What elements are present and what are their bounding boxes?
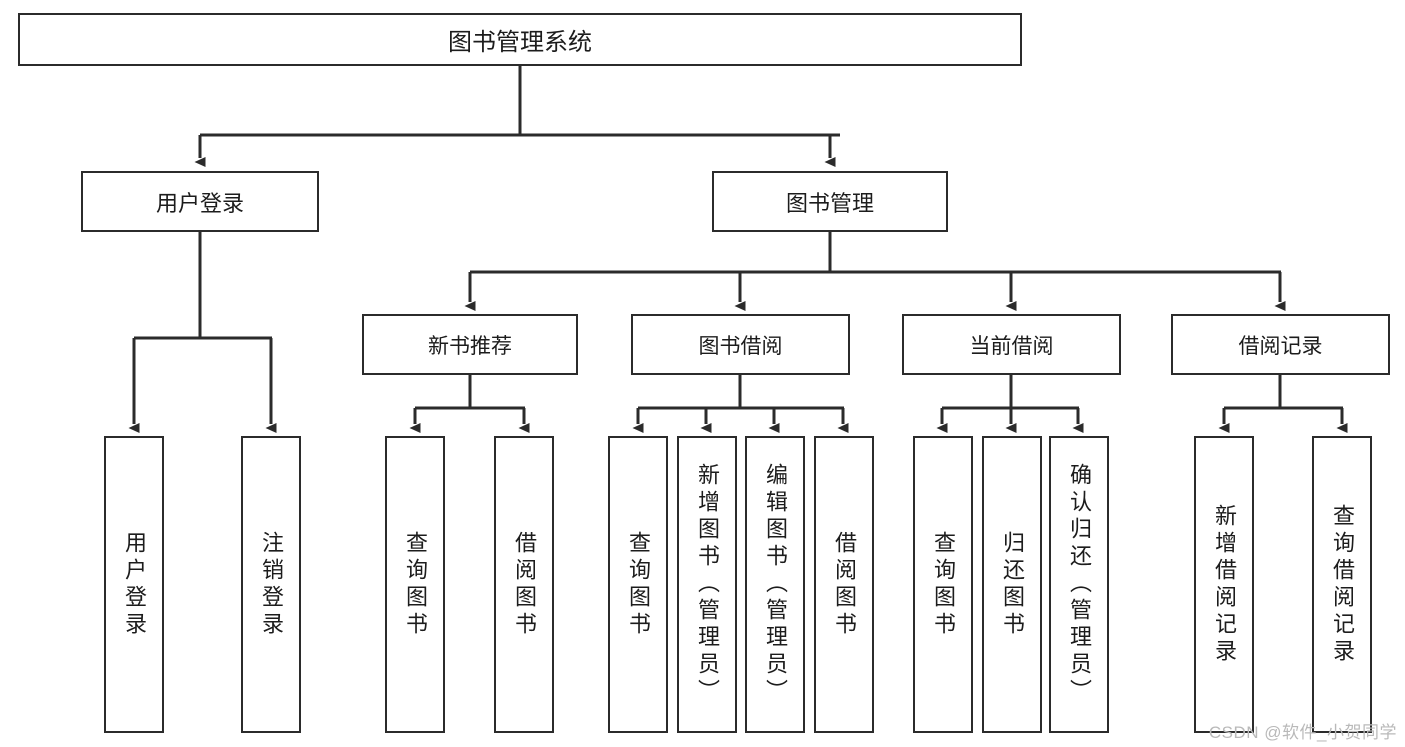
node-label: 借阅图书 bbox=[832, 530, 857, 639]
node-borrow-record[interactable]: 借阅记录 bbox=[1171, 314, 1390, 375]
node-label: 新增图书（管理员） bbox=[695, 463, 720, 706]
leaf-query-book-current[interactable]: 查询图书 bbox=[913, 436, 973, 733]
leaf-add-book-admin[interactable]: 新增图书（管理员） bbox=[677, 436, 737, 733]
node-label: 查询图书 bbox=[931, 530, 956, 639]
node-label: 查询图书 bbox=[403, 530, 428, 639]
node-label: 编辑图书（管理员） bbox=[763, 463, 788, 706]
node-new-book-recommend[interactable]: 新书推荐 bbox=[362, 314, 578, 375]
leaf-borrow-book-newbook[interactable]: 借阅图书 bbox=[494, 436, 554, 733]
node-root-book-management-system[interactable]: 图书管理系统 bbox=[18, 13, 1022, 66]
leaf-user-login[interactable]: 用户登录 bbox=[104, 436, 164, 733]
node-label: 用户登录 bbox=[122, 530, 147, 639]
node-user-login[interactable]: 用户登录 bbox=[81, 171, 319, 232]
leaf-return-book[interactable]: 归还图书 bbox=[982, 436, 1042, 733]
node-label: 借阅图书 bbox=[512, 530, 537, 639]
node-book-borrow[interactable]: 图书借阅 bbox=[631, 314, 850, 375]
connector-bookmgmt-to-level3 bbox=[464, 232, 1286, 311]
leaf-edit-book-admin[interactable]: 编辑图书（管理员） bbox=[745, 436, 805, 733]
node-label: 新书推荐 bbox=[428, 334, 512, 358]
node-label: 新增借阅记录 bbox=[1212, 503, 1237, 666]
node-label: 当前借阅 bbox=[969, 334, 1054, 358]
leaf-add-borrow-record[interactable]: 新增借阅记录 bbox=[1194, 436, 1254, 733]
node-label: 注销登录 bbox=[259, 530, 284, 639]
node-label: 确认归还（管理员） bbox=[1067, 463, 1092, 706]
node-label: 查询图书 bbox=[626, 530, 651, 639]
node-label: 用户登录 bbox=[155, 190, 244, 216]
node-label: 图书借阅 bbox=[698, 334, 783, 358]
node-current-borrow[interactable]: 当前借阅 bbox=[902, 314, 1121, 375]
csdn-watermark: CSDN @软件_小贺同学 bbox=[1208, 723, 1397, 742]
leaf-confirm-return-admin[interactable]: 确认归还（管理员） bbox=[1049, 436, 1109, 733]
connector-current-to-leaves bbox=[936, 375, 1084, 433]
node-book-management[interactable]: 图书管理 bbox=[712, 171, 948, 232]
leaf-query-borrow-record[interactable]: 查询借阅记录 bbox=[1312, 436, 1372, 733]
leaf-query-book-newbook[interactable]: 查询图书 bbox=[385, 436, 445, 733]
leaf-user-logout[interactable]: 注销登录 bbox=[241, 436, 301, 733]
connector-newbook-to-leaves bbox=[409, 375, 530, 433]
connector-root-to-level2 bbox=[194, 66, 840, 167]
node-label: 借阅记录 bbox=[1238, 334, 1323, 358]
node-label: 图书管理 bbox=[785, 190, 874, 216]
leaf-borrow-book-borrow[interactable]: 借阅图书 bbox=[814, 436, 874, 733]
node-label: 归还图书 bbox=[1000, 530, 1025, 639]
leaf-query-book-borrow[interactable]: 查询图书 bbox=[608, 436, 668, 733]
connector-record-to-leaves bbox=[1218, 375, 1348, 433]
connector-login-to-leaves bbox=[128, 232, 277, 433]
node-label: 查询借阅记录 bbox=[1330, 503, 1355, 666]
node-label: 图书管理系统 bbox=[448, 29, 592, 56]
connector-borrow-to-leaves bbox=[632, 375, 849, 433]
